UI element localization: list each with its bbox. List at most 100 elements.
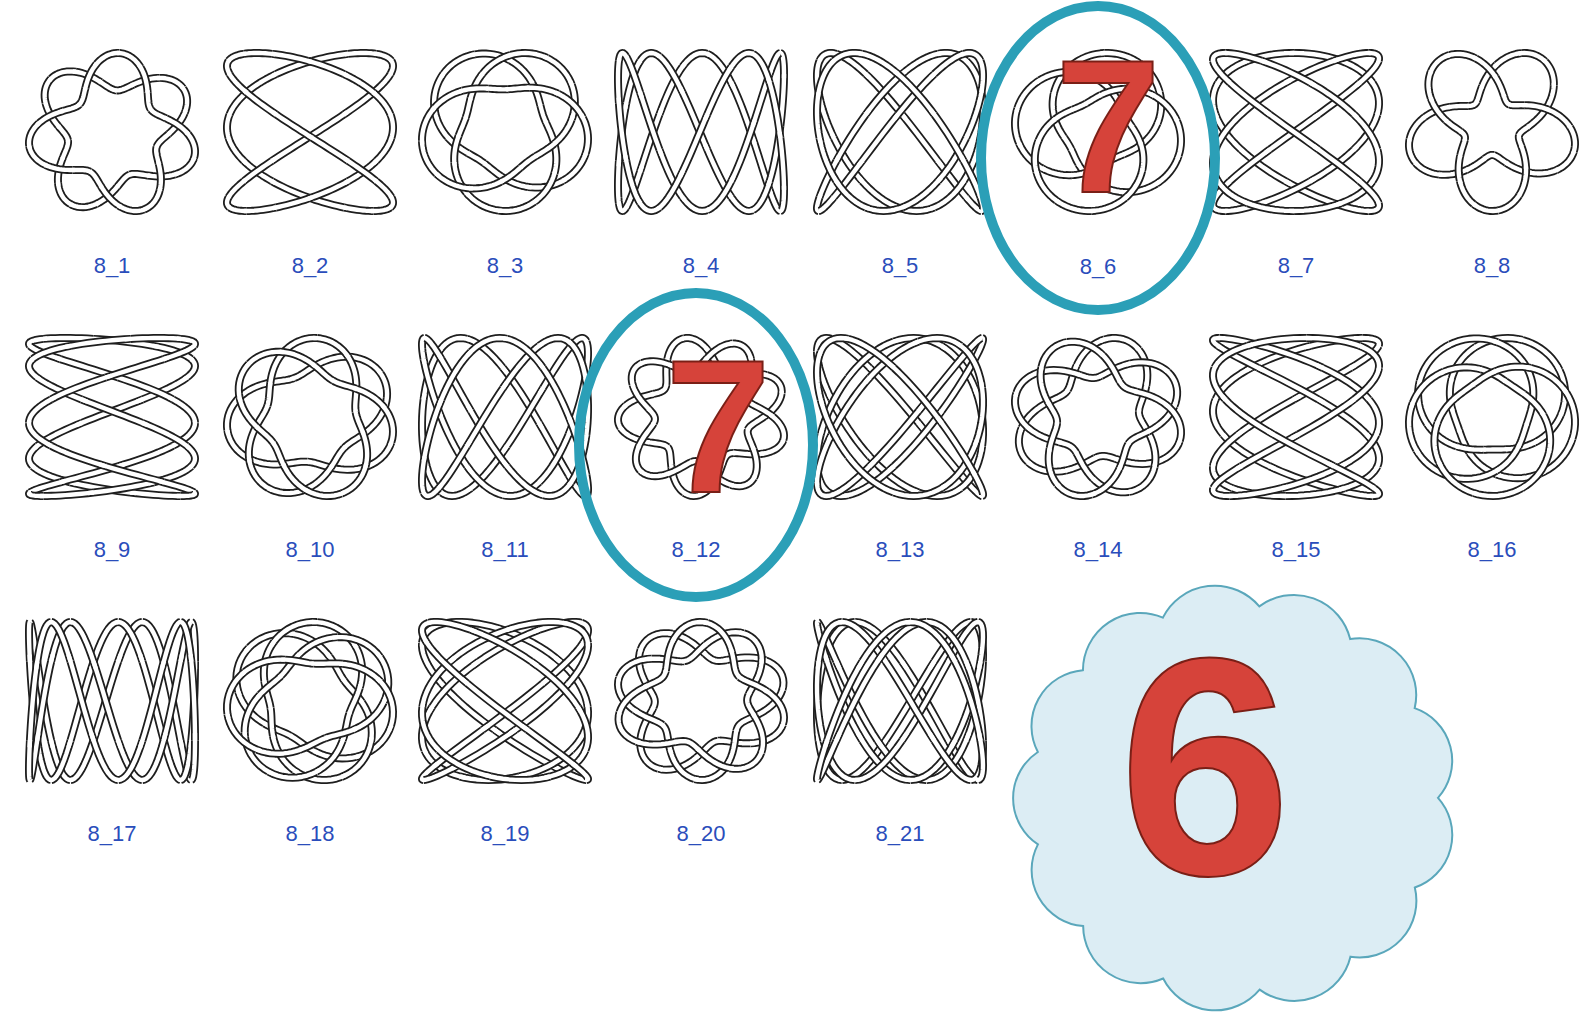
knot-tube-core [1356,59,1379,85]
knot-tube-core [377,678,393,730]
knot-tube-core [632,362,645,387]
knot-tube-core [349,684,361,716]
knot-tube-core [964,59,982,97]
knot-tube-core [1100,353,1121,383]
knot-tube-core [156,132,170,148]
knot-tube-core [536,429,571,486]
knot-tube-core [1451,344,1480,382]
knot-tube-core [281,660,316,664]
knot-tube-core [1370,487,1379,496]
knot-tube-core [297,637,342,657]
knot-tube-core [29,144,48,167]
knot-tube-core [186,132,195,160]
knot-name: 8_7 [1278,253,1315,279]
knot-tube-core [625,155,642,205]
knot-tube-core [1042,370,1084,376]
knot-tube-core [905,622,958,669]
highlight-number: 7 [596,331,840,521]
knot-tube-core [638,422,654,448]
knot-drawing [1213,53,1379,211]
knot-tube-core [454,133,459,165]
knot-tube-core [439,349,474,406]
knot-drawing [227,338,393,496]
knot-name: 8_18 [286,821,335,847]
knot-tube-core [625,55,642,98]
knot-tube-core [559,150,586,183]
knot-name: 8_19 [481,821,530,847]
knot-tube-core [313,338,350,360]
knot-tube-core [1214,344,1253,370]
knot-tube-core [540,479,574,496]
knot-name: 8_5 [882,253,919,279]
knot-tube-core [270,706,273,739]
knot-tube-core [245,692,263,737]
knot-tube-core [729,194,755,211]
knot-name: 8_21 [876,821,925,847]
knot-tube-core [521,725,578,768]
knot-tube-core [483,162,503,177]
knot-tube-core [157,78,184,91]
knot-tube-core [112,375,177,401]
knot-tube-core [1041,342,1071,371]
knot-tube-core [1349,365,1379,403]
knot-tube-core [1568,125,1575,154]
knot-tube-core [1223,53,1267,62]
knot-tube-core [581,114,588,156]
knot-tube-core [1366,202,1379,211]
knot-tube-core [47,375,112,401]
knot-tube-core [382,405,393,446]
knot-tube-core [302,488,345,496]
knot-tube-core [1055,481,1096,496]
knot-tube-core [1049,421,1057,452]
knot-tube-core [434,171,473,188]
knot-drawing [29,53,195,211]
knot-drawing [227,622,393,780]
knot-drawing [1213,338,1379,496]
knot-tube-core [704,622,733,655]
knot-tube-core [1125,463,1155,492]
knot-tube-core [323,728,356,739]
knot-name: 8_16 [1468,537,1517,563]
knot-tube-core [503,462,546,496]
knot-tube-core [764,690,784,728]
knot-tube-core [851,733,907,780]
knot-tube-core [1460,139,1465,158]
knot-tube-core [976,622,983,669]
knot-tube-core [99,81,118,91]
knot-tube-core [858,622,915,669]
knot-tube-core [441,54,478,77]
knot-tube-core [1564,389,1575,444]
knot-tube-core [169,397,195,425]
knot-tube-core [865,340,923,383]
knot-tube-core [435,746,496,777]
knot-name: 8_17 [88,821,137,847]
knot-tube-core [147,90,151,110]
knot-tube-core [973,471,983,496]
knot-tube-core [242,53,276,54]
knot-name: 8_9 [94,537,131,563]
knot-tube-core [503,338,546,372]
knot-tube-core [817,349,822,406]
knot-drawing [1409,338,1575,496]
knot-tube-edge [1522,452,1549,488]
knot-name: 8_8 [1474,253,1511,279]
knot-tube-core [228,54,246,62]
knot-tube-core [272,441,284,466]
knot-tube-core [564,640,588,688]
knot-tube-edge [877,622,926,662]
knot-tube-core [1127,362,1171,374]
knot-tube-core [695,746,734,768]
knot-tube-core [350,698,386,731]
knot-tube-core [1356,178,1379,204]
knot-tube-core [669,747,698,780]
knot-name: 8_20 [677,821,726,847]
knot-tube-core [249,455,272,490]
knot-tube-core [91,733,121,780]
knot-tube-edge [855,741,902,781]
knot-tube-core [566,340,586,383]
knot-tube-core [241,660,288,675]
knot-tube-edge [910,622,955,662]
knot-tube-core [422,137,439,176]
knot-drawing [422,622,588,780]
knot-tube-core [1226,487,1287,496]
